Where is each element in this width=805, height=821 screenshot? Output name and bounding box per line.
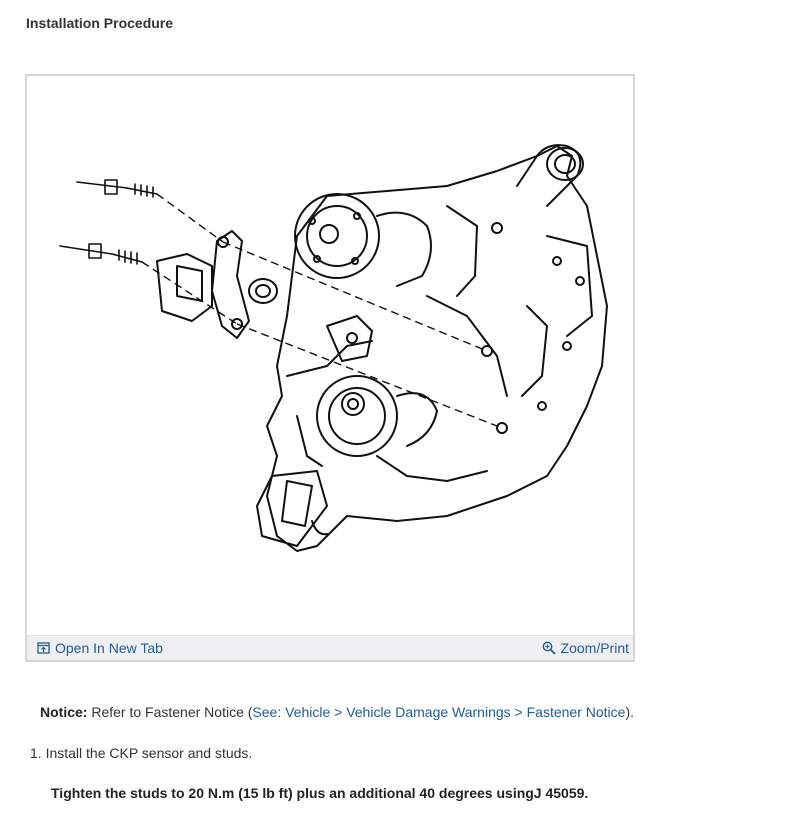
figure-container: Open In New Tab Zoom/Print (25, 74, 635, 662)
notice-text-after: ). (625, 704, 634, 720)
notice-label: Notice: (40, 704, 88, 720)
figure-toolbar: Open In New Tab Zoom/Print (27, 635, 633, 660)
open-in-new-tab-label: Open In New Tab (55, 640, 163, 656)
fastener-notice: Notice: Refer to Fastener Notice (See: V… (40, 704, 634, 720)
section-heading: Installation Procedure (26, 15, 174, 31)
open-in-new-tab-icon (37, 642, 50, 654)
procedure-step-1: 1. Install the CKP sensor and studs. (30, 745, 253, 761)
engine-front-cover-illustration (59, 144, 608, 552)
zoom-print-label: Zoom/Print (560, 640, 629, 656)
notice-text-before: Refer to Fastener Notice ( (87, 704, 253, 720)
open-in-new-tab-link[interactable]: Open In New Tab (37, 640, 163, 656)
torque-spec: Tighten the studs to 20 N.m (15 lb ft) p… (51, 785, 589, 801)
magnifier-icon (542, 641, 556, 655)
fastener-notice-link[interactable]: See: Vehicle > Vehicle Damage Warnings >… (252, 704, 626, 720)
zoom-print-link[interactable]: Zoom/Print (542, 640, 629, 656)
